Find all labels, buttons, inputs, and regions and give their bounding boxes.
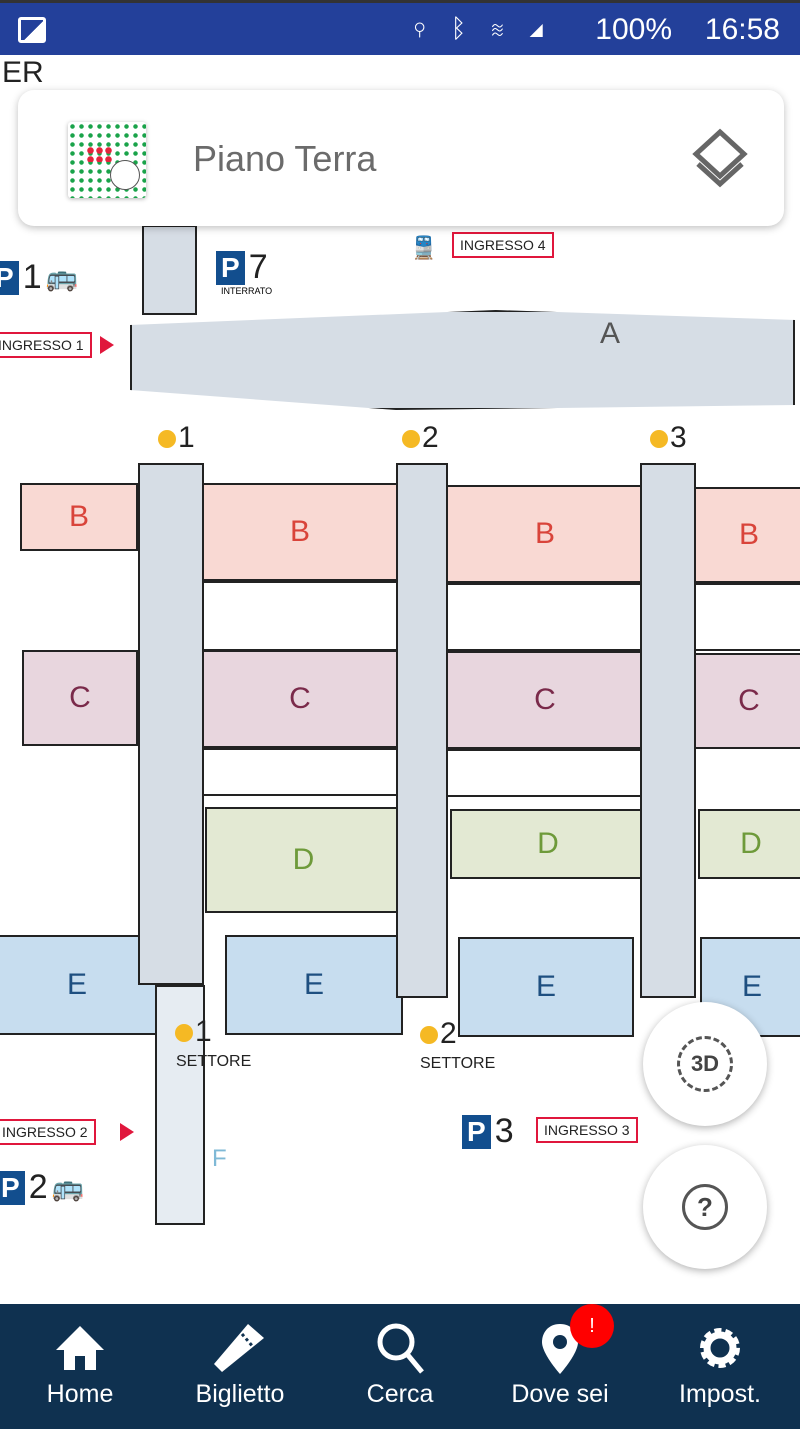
- hall-b[interactable]: B: [20, 483, 138, 551]
- parking-number: 3: [494, 1112, 514, 1150]
- hall-e[interactable]: E: [0, 935, 158, 1035]
- pavilion-a-area: [130, 310, 795, 410]
- corridor: [142, 225, 197, 315]
- parking-sub: INTERRATO: [221, 286, 273, 296]
- locate-help-button[interactable]: ?: [643, 1145, 767, 1269]
- train-icon: 🚆: [410, 235, 438, 260]
- hall-c[interactable]: C: [446, 651, 644, 749]
- parking-icon: P: [216, 250, 245, 285]
- view-3d-button[interactable]: 3D: [643, 1002, 767, 1126]
- status-icons: ⚲ ᛒ ≋ ◢: [411, 13, 552, 43]
- hall-b[interactable]: B: [446, 485, 644, 583]
- entrance-2[interactable]: INGRESSO 2: [0, 1119, 96, 1145]
- battery-level: 100%: [595, 13, 672, 46]
- hall-c[interactable]: C: [22, 650, 138, 746]
- bus-icon: 🚌: [51, 1172, 84, 1202]
- alert-badge: !: [570, 1304, 614, 1348]
- hall-empty: [200, 581, 400, 651]
- sector-2: 2: [402, 421, 439, 455]
- parking-number: 1: [22, 258, 42, 296]
- parking-number: 7: [248, 248, 268, 286]
- entrance-4[interactable]: INGRESSO 4: [452, 232, 554, 258]
- nav-ticket[interactable]: Biglietto: [160, 1304, 320, 1429]
- hall-c[interactable]: C: [694, 653, 800, 749]
- layers-icon[interactable]: [690, 128, 750, 188]
- sun-icon: [158, 430, 176, 449]
- nav-search[interactable]: Cerca: [320, 1304, 480, 1429]
- hall-f-label: F: [212, 1145, 227, 1172]
- sun-icon: [175, 1024, 193, 1043]
- status-bar: ⚲ ᛒ ≋ ◢ 100% 16:58: [0, 0, 800, 55]
- hall-e[interactable]: E: [225, 935, 403, 1035]
- nav-label: Biglietto: [195, 1380, 285, 1408]
- corridor-2: [396, 463, 448, 998]
- image-icon: [18, 17, 46, 43]
- settore-2-number: 2: [420, 1017, 457, 1051]
- bottom-nav: Home Biglietto Cerca ! Dove sei Impost.: [0, 1304, 800, 1429]
- nav-where-are-you[interactable]: ! Dove sei: [480, 1304, 640, 1429]
- hall-empty: [446, 749, 644, 797]
- settore-label: SETTORE: [420, 1055, 496, 1072]
- hall-b[interactable]: B: [200, 483, 400, 581]
- nav-label: Impost.: [679, 1380, 761, 1408]
- settore-label: SETTORE: [176, 1053, 252, 1070]
- gear-icon: [700, 1328, 740, 1368]
- entrance-1[interactable]: INGRESSO 1: [0, 332, 92, 358]
- nav-label: Cerca: [366, 1380, 434, 1408]
- entrance-3[interactable]: INGRESSO 3: [536, 1117, 638, 1143]
- star-icon: [420, 1026, 438, 1045]
- moon-icon: [650, 430, 668, 449]
- hall-d[interactable]: D: [698, 809, 800, 879]
- parking-icon: P: [462, 1114, 491, 1149]
- nav-home[interactable]: Home: [0, 1304, 160, 1429]
- floor-selector-card[interactable]: Piano Terra: [18, 90, 784, 226]
- floor-title: Piano Terra: [193, 138, 377, 179]
- nav-label: Home: [46, 1380, 114, 1408]
- entrance-arrow: [100, 336, 114, 354]
- fair-logo: [68, 122, 146, 198]
- location-pin-icon: [542, 1324, 578, 1374]
- sector-3: 3: [650, 421, 687, 455]
- rotate-3d-icon: 3D: [677, 1036, 733, 1092]
- settore-1-number: 1: [175, 1015, 212, 1049]
- entrance-arrow: [120, 1123, 134, 1141]
- nav-settings[interactable]: Impost.: [640, 1304, 800, 1429]
- corridor-1: [138, 463, 204, 985]
- hall-b[interactable]: B: [694, 487, 800, 583]
- parking-icon: P: [0, 260, 19, 295]
- hall-d[interactable]: D: [450, 809, 646, 879]
- star-icon: [402, 430, 420, 449]
- hall-c[interactable]: C: [200, 650, 400, 748]
- hall-empty: [694, 583, 800, 651]
- parking-icon: P: [0, 1170, 25, 1205]
- hall-empty: [446, 583, 644, 651]
- hall-empty: [200, 748, 400, 796]
- sector-1: 1: [158, 421, 195, 455]
- bus-icon: 🚌: [45, 262, 78, 292]
- corridor-3: [640, 463, 696, 998]
- hall-e[interactable]: E: [458, 937, 634, 1037]
- nav-label: Dove sei: [511, 1380, 609, 1408]
- parking-number: 2: [28, 1168, 48, 1206]
- search-icon: [377, 1323, 424, 1374]
- hall-a-label: A: [600, 317, 621, 350]
- hall-d[interactable]: D: [205, 807, 402, 913]
- partial-text: ER: [2, 56, 44, 89]
- clock: 16:58: [704, 13, 780, 46]
- ticket-icon: [214, 1324, 264, 1372]
- home-icon: [56, 1326, 104, 1370]
- crosshair-help-icon: ?: [682, 1184, 728, 1230]
